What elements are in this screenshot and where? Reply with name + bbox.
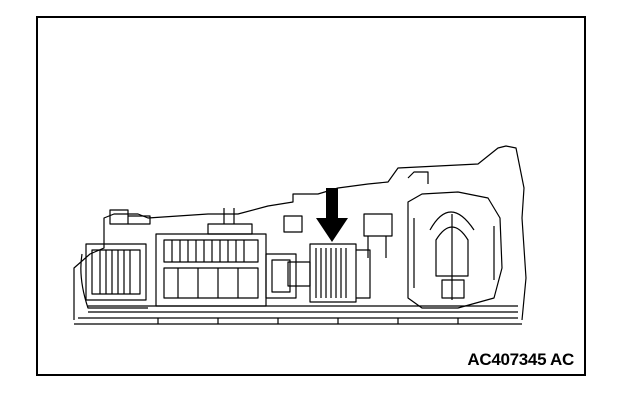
arrow-down-icon <box>316 188 348 242</box>
transmission-cross-section-drawing <box>73 145 527 325</box>
right-converter-section <box>407 171 503 309</box>
main-shaft <box>88 305 518 324</box>
target-clutch-pack <box>287 213 393 303</box>
left-clutch-pack <box>80 209 151 309</box>
figure-frame: AC407345 AC <box>36 16 586 376</box>
figure-code-label: AC407345 AC <box>467 350 574 369</box>
housing-outline <box>73 145 527 325</box>
planetary-gear-set <box>155 208 303 307</box>
